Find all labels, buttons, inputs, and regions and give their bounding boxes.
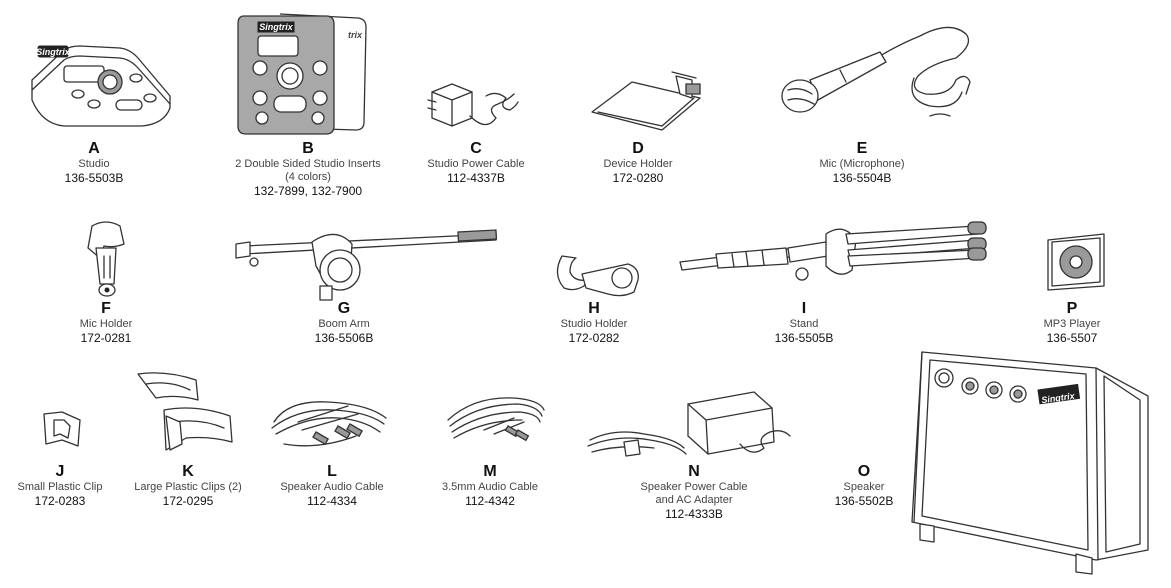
part-number: 136-5503B <box>64 171 124 185</box>
part-name-line2: (4 colors) <box>285 171 331 183</box>
part-name: Studio Holder <box>560 318 628 330</box>
part-letter: K <box>182 463 194 480</box>
part-label-n: N Speaker Power Cable and AC Adapter 112… <box>640 463 747 522</box>
part-number: 136-5507 <box>1046 331 1098 345</box>
speaker-icon: Singtrix <box>900 346 1152 576</box>
part-name: Boom Arm <box>318 318 370 330</box>
part-letter: D <box>632 140 644 157</box>
power-adapter-icon <box>426 78 522 134</box>
part-label-j: J Small Plastic Clip 172-0283 <box>18 463 103 509</box>
part-number: 136-5506B <box>314 331 374 345</box>
part-label-d: D Device Holder 172-0280 <box>603 140 672 186</box>
part-name: Speaker Power Cable <box>640 481 748 493</box>
part-name: MP3 Player <box>1043 318 1101 330</box>
part-letter: N <box>688 463 700 480</box>
rca-cable-icon <box>268 392 392 454</box>
part-name: Speaker <box>843 481 885 493</box>
part-letter: G <box>337 300 351 317</box>
studio-console-icon: Singtrix <box>24 38 174 133</box>
svg-text:trix: trix <box>348 30 363 40</box>
aux-cable-icon <box>444 390 548 450</box>
part-label-p: P MP3 Player 136-5507 <box>1044 300 1101 346</box>
part-number: 112-4334 <box>307 494 357 508</box>
studio-holder-icon <box>552 254 642 306</box>
part-number: 112-4337B <box>447 171 505 185</box>
part-letter: F <box>101 300 111 317</box>
part-number: 172-0295 <box>162 494 214 508</box>
speaker-adapter-icon <box>584 388 798 468</box>
part-label-k: K Large Plastic Clips (2) 172-0295 <box>134 463 242 509</box>
small-clip-icon <box>40 410 84 450</box>
part-label-b: B 2 Double Sided Studio Inserts (4 color… <box>235 140 381 199</box>
part-number: 112-4333B <box>665 507 723 521</box>
part-number: 172-0283 <box>34 494 86 508</box>
part-name: Stand <box>789 318 819 330</box>
part-label-l: L Speaker Audio Cable 112-4334 <box>280 463 383 509</box>
part-label-a: A Studio 136-5503B <box>65 140 124 186</box>
part-name: Device Holder <box>603 158 673 170</box>
part-letter: A <box>88 140 100 157</box>
part-name: Studio <box>78 158 110 170</box>
part-label-h: H Studio Holder 172-0282 <box>561 300 628 346</box>
part-label-f: F Mic Holder 172-0281 <box>80 300 133 346</box>
part-letter: E <box>856 140 868 157</box>
part-number: 136-5502B <box>834 494 894 508</box>
part-name: Speaker Audio Cable <box>280 481 384 493</box>
part-label-i: I Stand 136-5505B <box>775 300 834 346</box>
boom-arm-icon <box>236 226 498 306</box>
part-name: Studio Power Cable <box>427 158 525 170</box>
device-holder-icon <box>592 68 708 134</box>
part-number: 172-0280 <box>612 171 664 185</box>
mic-holder-icon <box>78 218 134 298</box>
logo-text: Singtrix <box>259 22 293 32</box>
part-name: Small Plastic Clip <box>17 481 103 493</box>
part-name: Mic Holder <box>79 318 133 330</box>
part-name: 3.5mm Audio Cable <box>442 481 538 493</box>
singtrix-logo <box>38 46 68 57</box>
part-letter: P <box>1066 300 1078 317</box>
part-letter: J <box>55 463 65 480</box>
logo-text: Singtrix <box>1041 391 1077 406</box>
large-clips-icon <box>136 370 236 460</box>
part-number: 172-0282 <box>568 331 620 345</box>
part-label-o: O Speaker 136-5502B <box>835 463 894 509</box>
part-name: Large Plastic Clips (2) <box>134 481 242 493</box>
part-name-line2: and AC Adapter <box>655 494 733 506</box>
part-number: 132-7899, 132-7900 <box>253 184 363 198</box>
part-letter: L <box>327 463 337 480</box>
mp3-player-icon <box>1046 230 1108 292</box>
part-letter: I <box>801 300 807 317</box>
part-number: 136-5505B <box>774 331 834 345</box>
part-number: 136-5504B <box>832 171 892 185</box>
tripod-stand-icon <box>676 220 994 286</box>
part-label-e: E Mic (Microphone) 136-5504B <box>820 140 905 186</box>
part-letter: C <box>470 140 482 157</box>
part-name: 2 Double Sided Studio Inserts <box>235 158 381 170</box>
part-label-m: M 3.5mm Audio Cable 112-4342 <box>442 463 538 509</box>
part-name: Mic (Microphone) <box>819 158 905 170</box>
microphone-icon <box>780 14 976 124</box>
part-letter: H <box>588 300 600 317</box>
part-label-c: C Studio Power Cable 112-4337B <box>427 140 524 186</box>
part-number: 112-4342 <box>465 494 515 508</box>
part-letter: M <box>483 463 497 480</box>
studio-inserts-icon: Singtrix trix <box>238 10 374 138</box>
part-letter: B <box>302 140 314 157</box>
part-number: 172-0281 <box>80 331 132 345</box>
logo-text: Singtrix <box>36 47 70 57</box>
part-label-g: G Boom Arm 136-5506B <box>315 300 374 346</box>
part-letter: O <box>857 463 871 480</box>
